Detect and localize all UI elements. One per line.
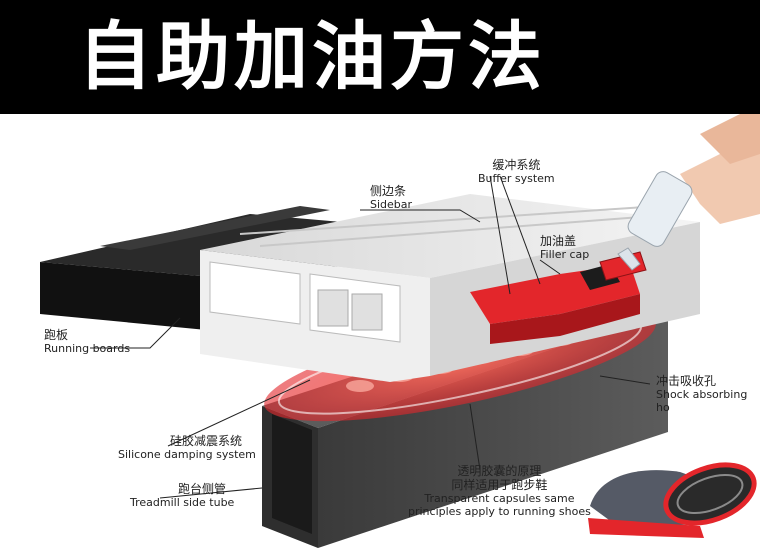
diagram-canvas: [40, 114, 760, 548]
page-title: 自助加油方法: [78, 14, 546, 100]
label-side-tube: 跑台侧管 Treadmill side tube: [130, 482, 235, 509]
treadmill-diagram: 缓冲系统 Buffer system 侧边条 Sidebar 加油盖 Fille…: [0, 114, 760, 550]
running-shoe-icon: [588, 462, 757, 538]
label-silicone-damping: 硅胶减震系统 Silicone damping system: [118, 434, 256, 461]
label-filler-cap: 加油盖 Filler cap: [540, 234, 590, 261]
label-buffer-system: 缓冲系统 Buffer system: [478, 158, 555, 185]
label-transparent-capsules: 透明胶囊的原理 同样适用于跑步鞋 Transparent capsules sa…: [408, 464, 591, 518]
label-sidebar: 侧边条 Sidebar: [370, 184, 413, 211]
leader-lines: [90, 175, 651, 499]
hand-with-oil-bottle-icon: [617, 114, 760, 271]
title-banner: 自助加油方法: [0, 0, 760, 114]
label-running-boards: 跑板 Running boards: [44, 328, 131, 355]
label-shock-absorbing-hole: 冲击吸收孔 Shock absorbing ho: [656, 374, 748, 414]
